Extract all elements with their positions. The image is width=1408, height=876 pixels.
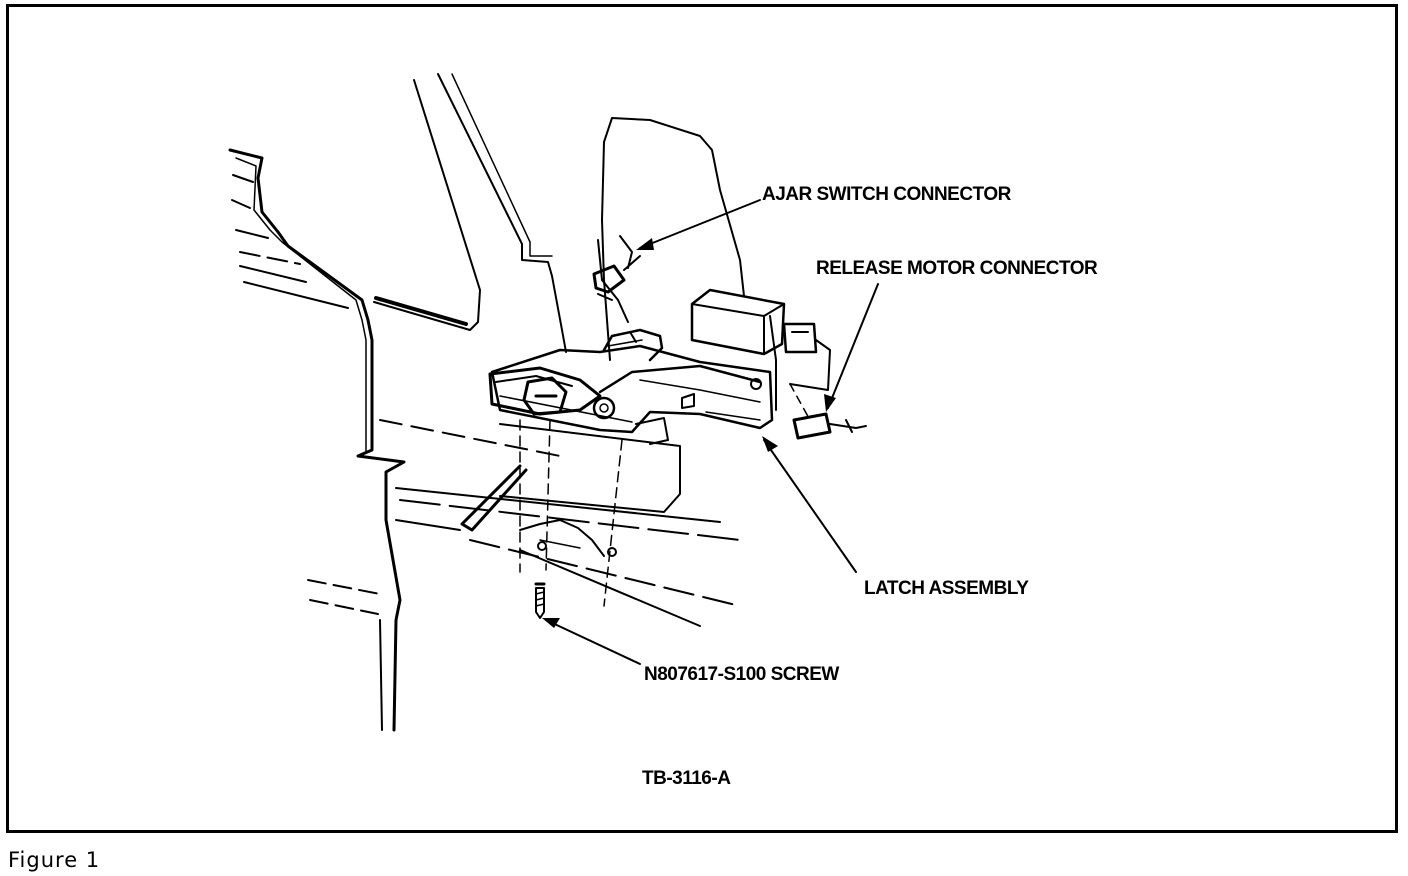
leader-lines — [545, 199, 879, 665]
latch-base-plate — [490, 344, 774, 434]
release-motor-housing — [690, 288, 831, 421]
arrowheads — [542, 238, 836, 628]
figure-caption: Figure 1 — [8, 848, 101, 872]
door-lower-structure — [239, 251, 741, 627]
drawing-id: TB-3116-A — [642, 768, 731, 789]
callout-latch-assembly: LATCH ASSEMBLY — [864, 578, 1029, 599]
alignment-lines — [519, 419, 623, 607]
door-pillar — [373, 73, 567, 353]
lock-mechanism — [488, 328, 762, 445]
wire-harness — [597, 117, 745, 361]
figure-frame — [6, 4, 1398, 833]
callout-ajar-switch-connector: AJAR SWITCH CONNECTOR — [762, 184, 1011, 205]
release-motor-connector-body — [792, 412, 867, 440]
ajar-switch-connector-body — [592, 264, 626, 301]
screw-icon — [534, 582, 546, 619]
door-panel-edge — [228, 148, 406, 732]
callout-screw: N807617-S100 SCREW — [644, 664, 839, 685]
callout-release-motor-connector: RELEASE MOTOR CONNECTOR — [816, 258, 1098, 279]
